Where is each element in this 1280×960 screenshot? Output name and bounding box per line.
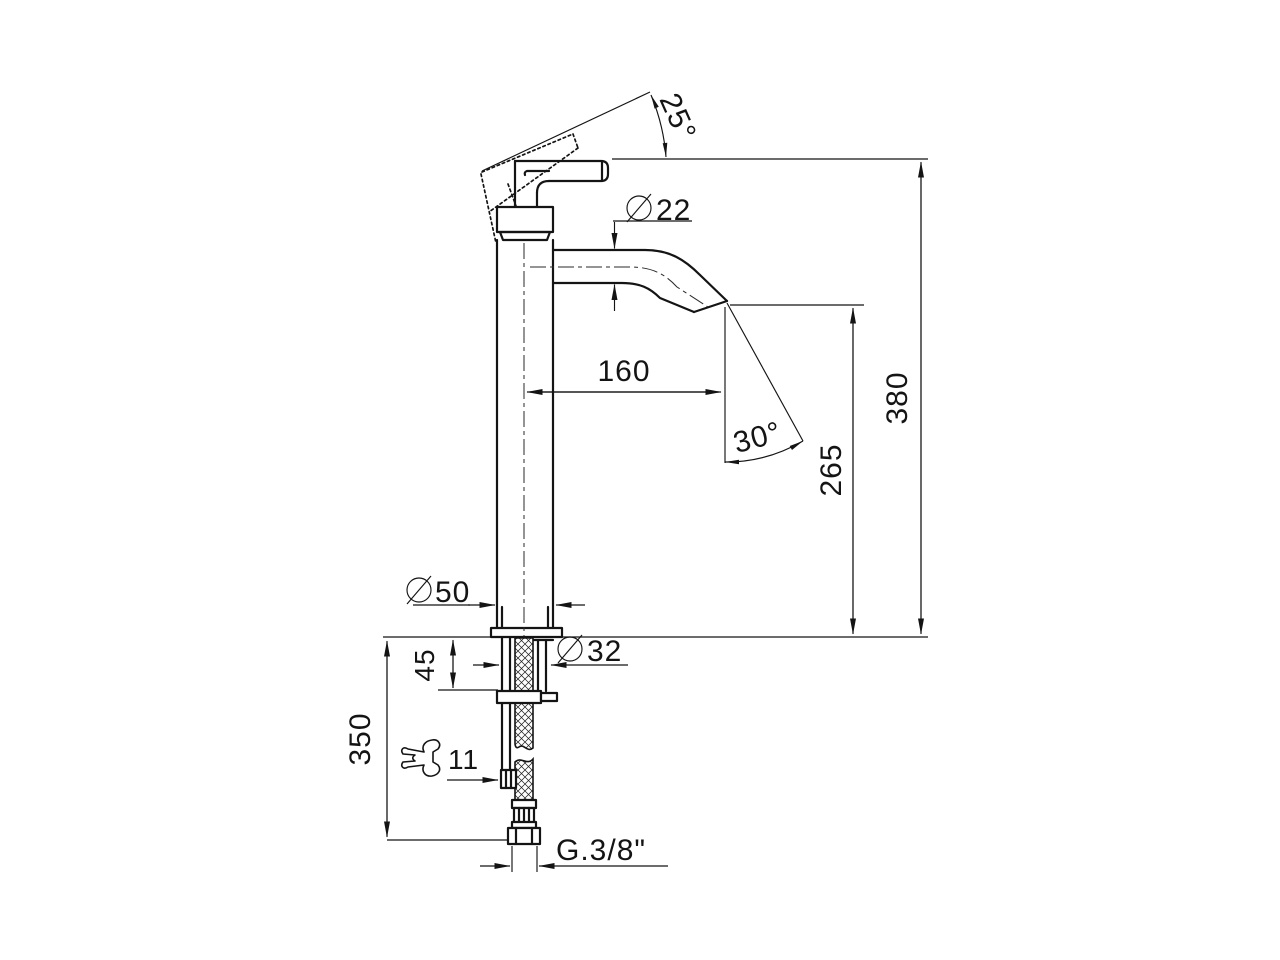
dim-outlet-height: 265: [730, 304, 864, 635]
hose-end-fitting: [510, 798, 538, 830]
handle-angle-label: 25°: [653, 88, 703, 146]
dim-wrench-size: 11: [401, 739, 499, 783]
dim-deck-thickness: 45: [409, 639, 498, 691]
dim-total-height: 380: [881, 161, 924, 635]
faucet-outline: [480, 133, 729, 639]
dim-thread: G.3/8": [480, 834, 668, 872]
outlet-height-label: 265: [815, 443, 848, 496]
dim-handle-angle: 25°: [481, 88, 928, 172]
shank-assembly: [495, 636, 559, 846]
flex-hose-lower: [514, 756, 534, 801]
deck-thickness-label: 45: [409, 648, 440, 681]
body-column: [495, 238, 555, 630]
dim-spout-diameter: 22: [611, 193, 692, 311]
wrench-size-label: 11: [448, 744, 479, 775]
wrench-icon: [401, 739, 441, 777]
mounting-flange: [495, 689, 543, 705]
mounting-stud-right: [531, 638, 555, 693]
dim-hose-length: 350: [344, 640, 508, 841]
body-diameter-label: 50: [435, 576, 470, 609]
spout-reach-label: 160: [597, 355, 650, 388]
dim-body-diameter: 50: [406, 575, 585, 609]
dim-outlet-angle: 30°: [724, 302, 804, 465]
diameter-symbol-22: [626, 193, 652, 223]
mounting-flange-tab: [539, 691, 559, 703]
handle-rotated-dashed: [480, 133, 579, 244]
hose-hex-nut: [506, 826, 542, 846]
hose-length-label: 350: [344, 712, 377, 765]
handle-cap: [495, 205, 555, 234]
thread-label: G.3/8": [556, 834, 646, 867]
total-height-label: 380: [881, 371, 914, 424]
shank-diameter-label: 32: [587, 635, 622, 668]
diameter-symbol-32: [557, 634, 583, 664]
spout-centerline: [530, 266, 709, 308]
dim-spout-reach: 160: [526, 307, 726, 463]
neck-ring: [498, 230, 552, 242]
spout: [551, 248, 729, 314]
stud-nut: [499, 768, 518, 790]
handle-lever: [513, 159, 610, 209]
base-plate: [489, 626, 564, 639]
dim-shank-diameter: 32: [473, 634, 628, 668]
diameter-symbol-50: [406, 575, 432, 605]
spout-diameter-label: 22: [656, 194, 691, 227]
